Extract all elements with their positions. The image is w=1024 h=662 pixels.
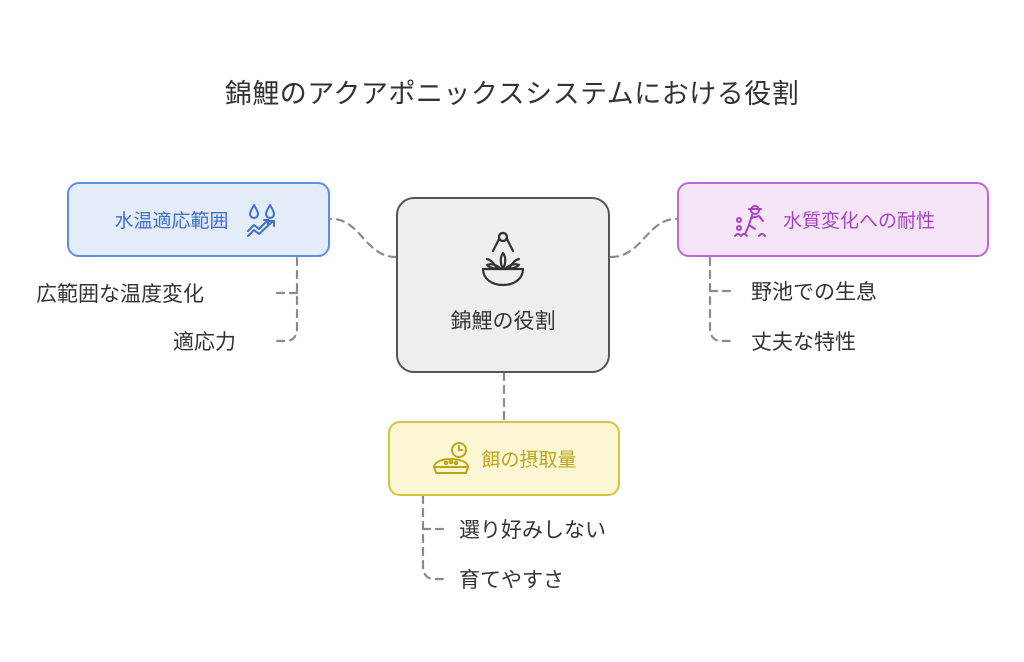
- connector-water-temp-children: [270, 256, 299, 343]
- connector-center-quality: [609, 217, 679, 259]
- connector-quality-children: [708, 256, 737, 343]
- node-feed-label: 餌の摂取量: [481, 449, 577, 471]
- node-feed-intake: 餌の摂取量: [388, 421, 620, 496]
- node-water-temp-range: 水温適応範囲: [67, 182, 330, 257]
- leaf-not-picky: 選り好みしない: [459, 518, 606, 542]
- water-drops-icon: [243, 200, 283, 240]
- leaf-wide-temperature-change: 広範囲な温度変化: [36, 282, 204, 306]
- node-water-quality-label: 水質変化への耐性: [782, 210, 935, 232]
- plant-bowl-icon: [475, 229, 531, 293]
- node-koi-role-center: 錦鯉の役割: [396, 197, 610, 373]
- leaf-wild-pond-habitat: 野池での生息: [751, 280, 877, 304]
- node-water-temp-label: 水温適応範囲: [114, 210, 229, 232]
- pet-bowl-timer-icon: [431, 439, 471, 479]
- leaf-hardy-trait: 丈夫な特性: [751, 330, 856, 354]
- leaf-adaptability: 適応力: [173, 330, 236, 354]
- connector-feed-children: [421, 494, 448, 581]
- leaf-easy-to-raise: 育てやすさ: [459, 568, 564, 592]
- diagram-title: 錦鯉のアクアポニックスシステムにおける役割: [224, 79, 800, 110]
- gardener-icon: [731, 200, 771, 240]
- center-label: 錦鯉の役割: [450, 309, 556, 333]
- node-water-quality-tolerance: 水質変化への耐性: [677, 182, 989, 257]
- connector-center-water-temp: [329, 217, 398, 259]
